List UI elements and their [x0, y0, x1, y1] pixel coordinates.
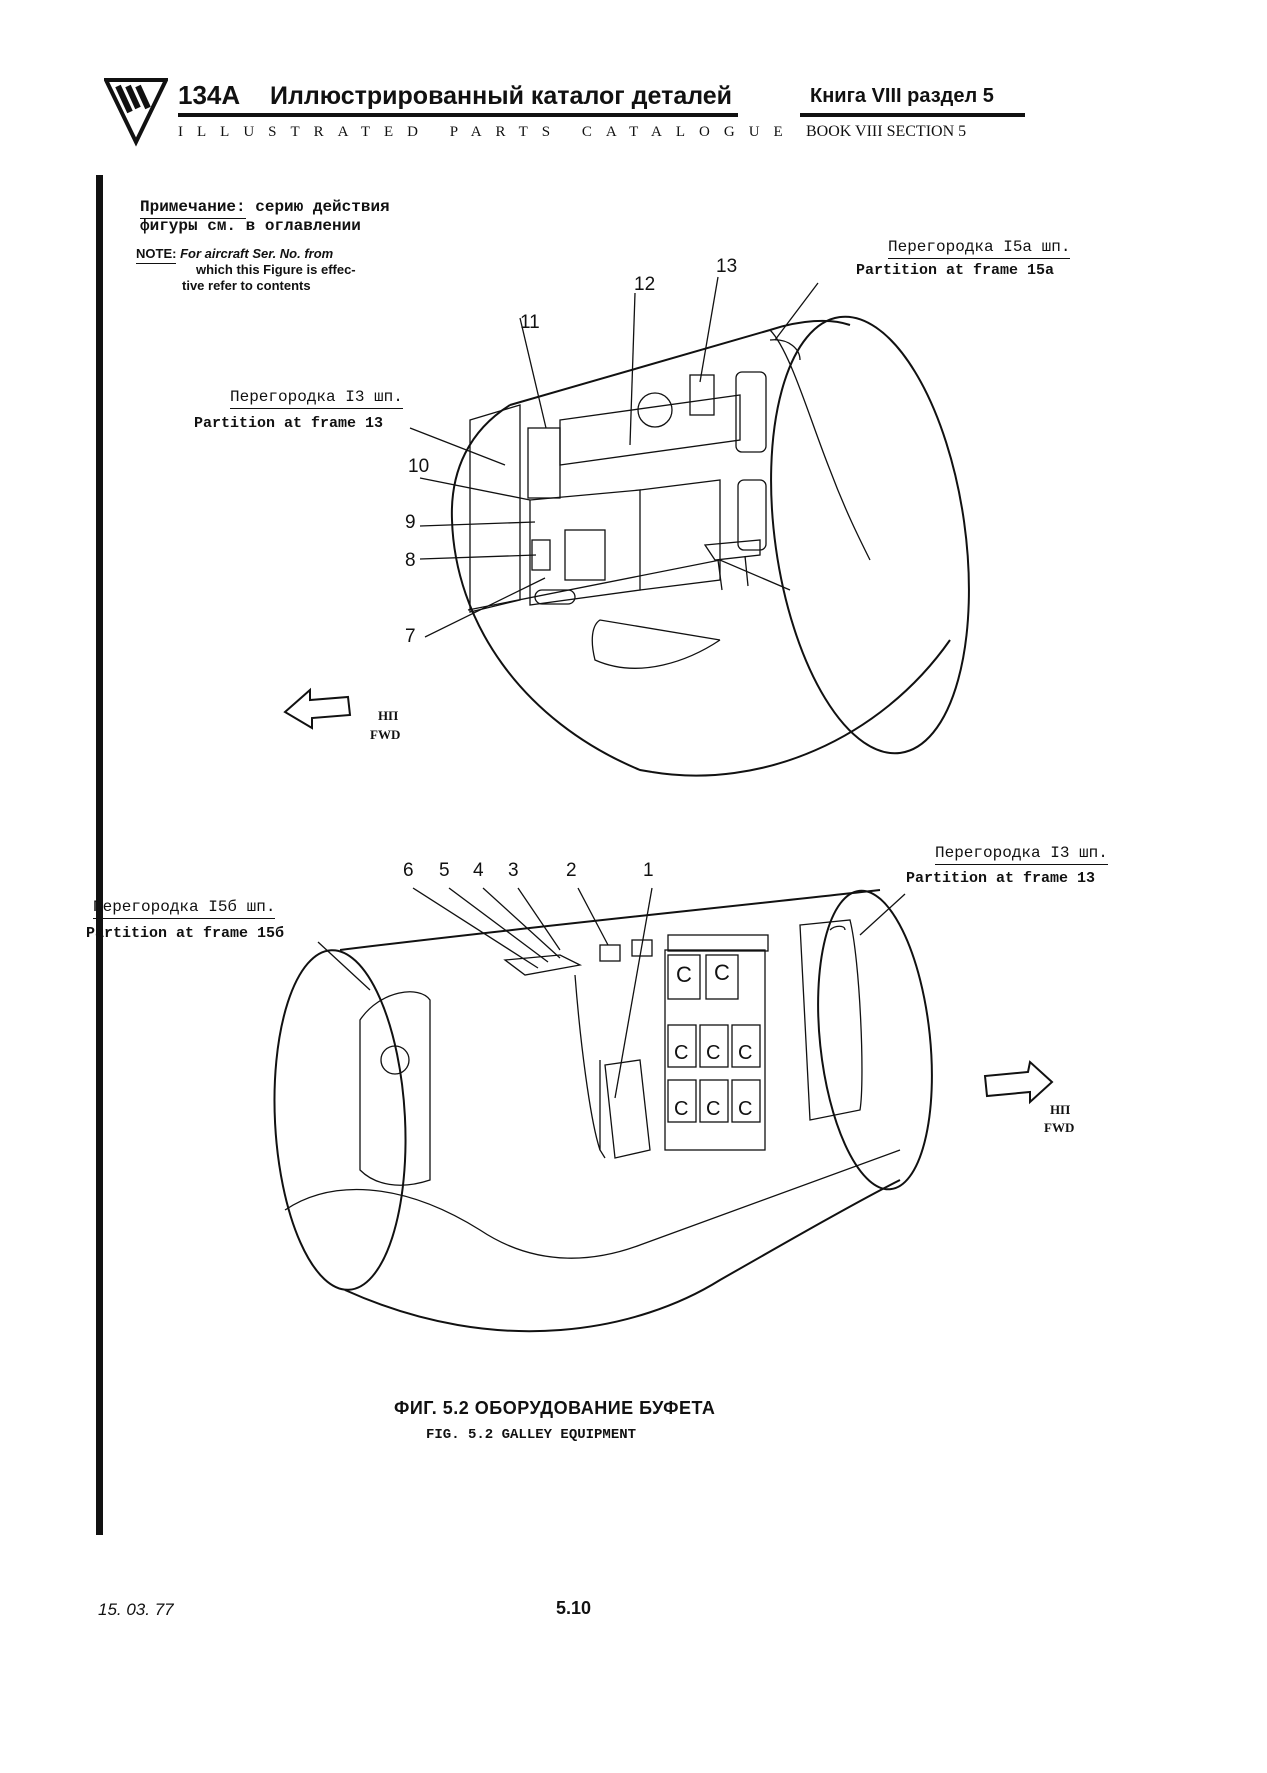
container-mark: C: [738, 1042, 753, 1064]
callout-3: 3: [508, 860, 519, 881]
container-mark: C: [714, 960, 730, 985]
callout-4: 4: [473, 860, 484, 881]
callout-1: 1: [643, 860, 654, 881]
note-ru: Примечание: серию действия фигуры см. в …: [140, 198, 390, 236]
callout-9: 9: [405, 512, 416, 533]
fwd-arrow-top: [283, 687, 352, 730]
label-partition-13-en-top: Partition at frame 13: [194, 415, 384, 432]
label-partition-156-ru: Перегородка I5б шп.: [93, 898, 276, 919]
fwd-label-en-top: FWD: [370, 727, 401, 742]
top-leader-lines: [409, 276, 819, 638]
note-en-label: NOTE:: [136, 246, 177, 264]
fwd-label-ru-top: НП: [378, 708, 399, 723]
label-partition-15a-ru: Перегородка I5a шп.: [888, 238, 1071, 259]
container-mark: C: [674, 1042, 689, 1064]
note-en-line3: tive refer to contents: [182, 278, 311, 293]
book-section-en: BOOK VIII SECTION 5: [806, 123, 967, 140]
label-partition-13-ru-top: Перегородка I3 шп.: [230, 388, 403, 409]
aircraft-model: 134A: [178, 80, 241, 110]
label-partition-13-en-bottom: Partition at frame 13: [906, 870, 1096, 887]
callout-2: 2: [566, 860, 577, 881]
revision-date: 15. 03. 77: [98, 1600, 174, 1619]
container-mark: C: [706, 1098, 721, 1120]
bottom-leader-lines: [317, 887, 906, 1099]
callout-6: 6: [403, 860, 414, 881]
container-mark: C: [706, 1042, 721, 1064]
bottom-fuselage-section: [273, 889, 933, 1333]
label-partition-15a-en: Partition at frame 15a: [856, 262, 1055, 279]
page-number: 5.10: [556, 1598, 592, 1618]
container-mark: C: [738, 1098, 753, 1120]
note-ru-label: Примечание:: [140, 198, 246, 219]
fwd-label-ru-bottom: НП: [1050, 1102, 1071, 1117]
catalog-title-ru: Иллюстрированный каталог деталей: [270, 82, 733, 110]
catalog-title-en: ILLUSTRATED PARTS CATALOGUE: [178, 124, 797, 140]
label-partition-156-en: Partition at frame 15б: [86, 925, 285, 942]
header-rule-right: [800, 113, 1025, 117]
callout-13: 13: [716, 256, 738, 277]
figure-caption-ru: ФИГ. 5.2 ОБОРУДОВАНИЕ БУФЕТА: [394, 1398, 716, 1418]
note-ru-line2: фигуры см. в оглавлении: [140, 217, 361, 235]
callout-8: 8: [405, 550, 416, 571]
note-en: NOTE: For aircraft Ser. No. from which t…: [136, 246, 356, 294]
fwd-label-en-bottom: FWD: [1044, 1120, 1075, 1135]
note-en-line1: For aircraft Ser. No. from: [180, 246, 334, 261]
top-fuselage-section: [450, 315, 970, 777]
manufacturer-logo: [104, 78, 168, 148]
container-mark: C: [676, 962, 692, 987]
note-en-line2: which this Figure is effec-: [196, 262, 356, 277]
margin-bar: [96, 175, 103, 1535]
callout-7: 7: [405, 626, 416, 647]
callout-11: 11: [520, 312, 540, 333]
header-rule-left: [178, 113, 738, 117]
note-ru-line1: серию действия: [255, 198, 390, 216]
callout-10: 10: [408, 456, 430, 477]
fwd-arrow-bottom: [983, 1060, 1054, 1105]
callout-5: 5: [439, 860, 450, 881]
callout-12: 12: [634, 274, 656, 295]
container-mark: C: [674, 1098, 689, 1120]
book-section-ru: Книга VIII раздел 5: [810, 85, 994, 107]
figure-caption-en: FIG. 5.2 GALLEY EQUIPMENT: [426, 1427, 637, 1443]
label-partition-13-ru-bottom: Перегородка I3 шп.: [935, 844, 1108, 865]
